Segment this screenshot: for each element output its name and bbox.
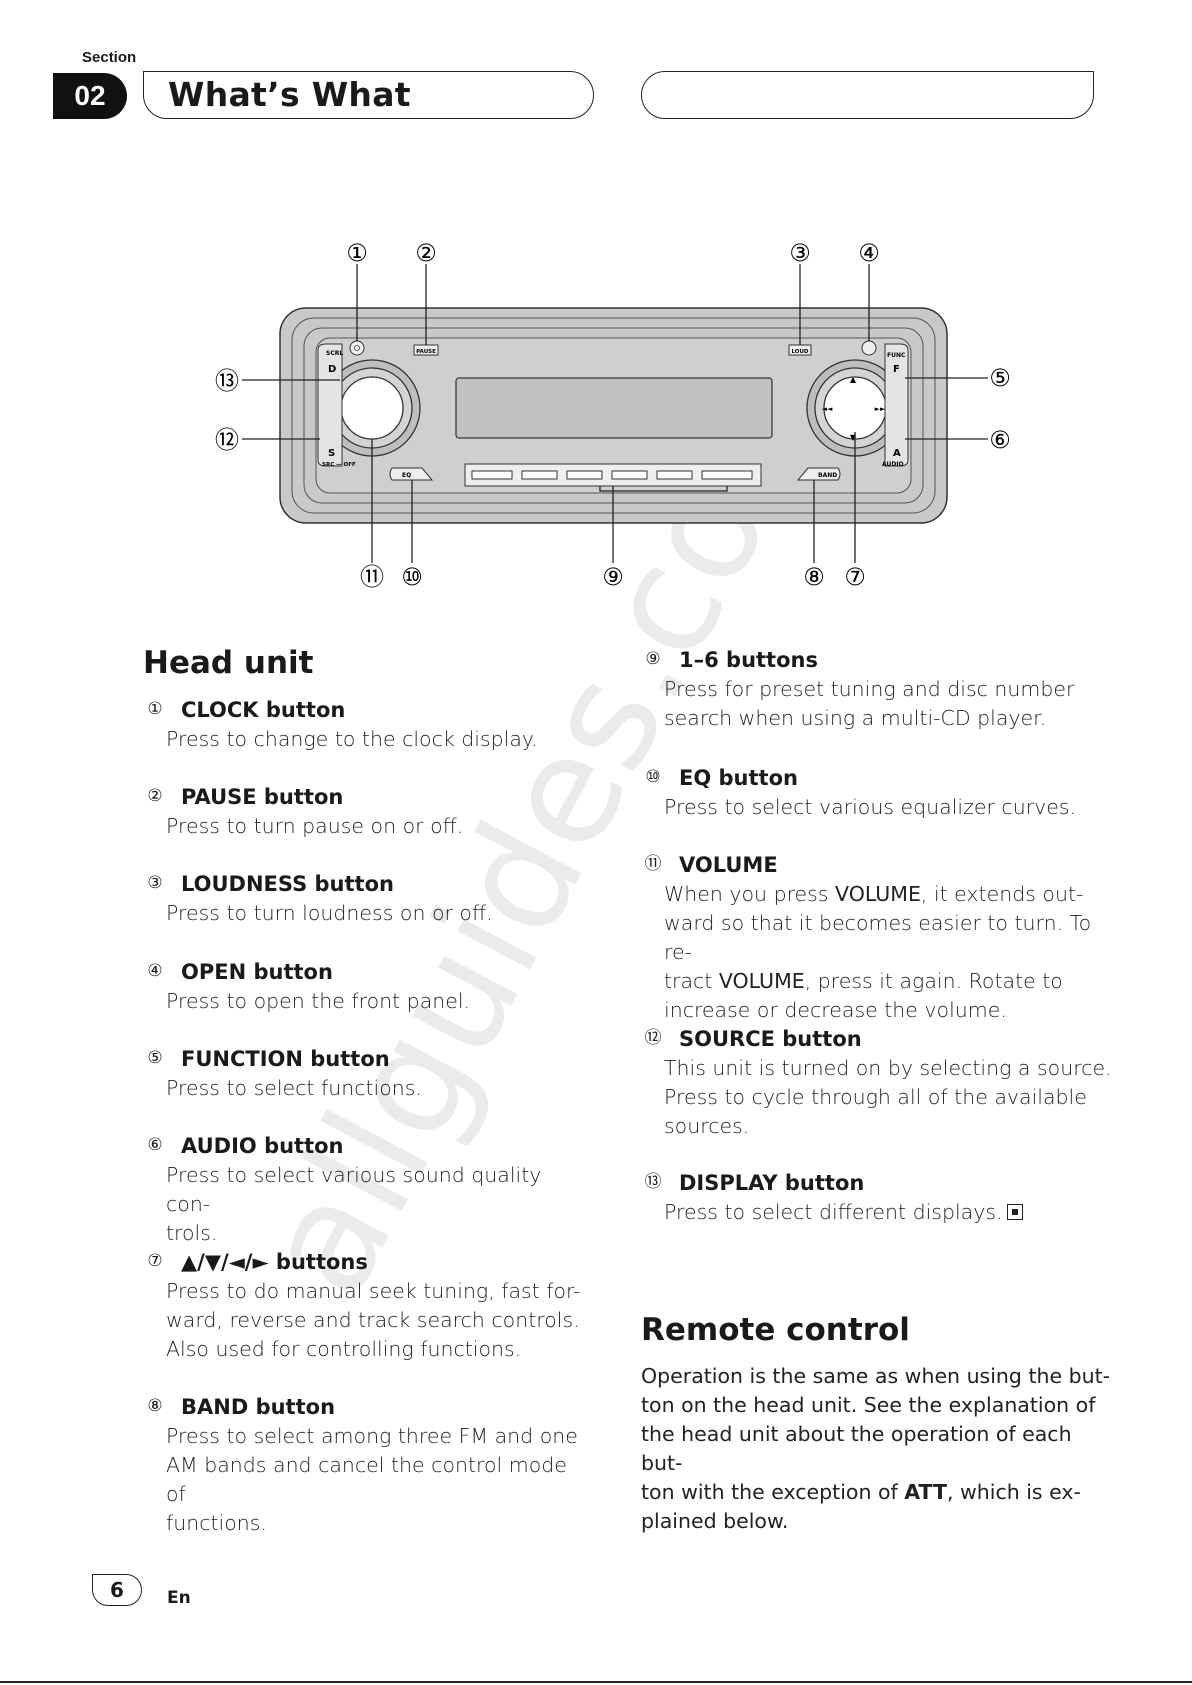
list-item: ⑪ VOLUME When you press VOLUME, it exten…	[644, 853, 1092, 1022]
diagram-label-7: ⑦	[844, 563, 866, 591]
svg-text:SRC — OFF: SRC — OFF	[322, 462, 356, 468]
head-unit-diagram: ▲ ▼ ◄◄ ►► SCRL D S SRC — OFF FUNC F A AU…	[215, 239, 1011, 591]
diagram-label-13: ⑬	[215, 367, 239, 395]
clock-button-shape	[349, 340, 365, 356]
svg-text:SCRL: SCRL	[326, 350, 343, 357]
title-frame	[143, 71, 594, 119]
svg-text:S: S	[328, 448, 335, 459]
list-item: ⑨ 1–6 buttons Press for preset tuning an…	[645, 648, 1075, 730]
diagram-label-11: ⑪	[360, 563, 384, 591]
display-window	[455, 377, 773, 439]
end-mark-icon	[1006, 1204, 1023, 1220]
language-label: En	[167, 1588, 191, 1608]
svg-text:F: F	[893, 364, 900, 375]
list-item: ⑬ DISPLAY button Press to select differe…	[641, 1169, 1101, 1227]
page-title: What’s What	[168, 75, 411, 114]
svg-text:A: A	[893, 448, 901, 459]
svg-text:►►: ►►	[875, 405, 886, 413]
svg-text:EQ: EQ	[402, 472, 411, 479]
svg-text:▼: ▼	[850, 433, 857, 442]
diagram-label-6: ⑥	[989, 426, 1011, 454]
remote-control-heading: Remote control	[641, 1312, 910, 1348]
diagram-label-2: ②	[415, 239, 437, 267]
svg-text:PAUSE: PAUSE	[416, 349, 436, 355]
list-item: ④ OPEN button Press to open the front pa…	[147, 960, 471, 1013]
bottom-rule	[0, 1681, 1192, 1683]
list-item: ⑫ SOURCE button This unit is turned on b…	[644, 1027, 1112, 1138]
svg-text:▲: ▲	[850, 375, 857, 384]
blank-header-frame	[641, 71, 1094, 119]
list-item: ② PAUSE button Press to turn pause on or…	[147, 785, 464, 838]
list-item: ① CLOCK button Press to change to the cl…	[147, 698, 538, 751]
svg-text:LOUD: LOUD	[791, 349, 808, 355]
svg-text:FUNC: FUNC	[887, 352, 906, 359]
diagram-label-3: ③	[789, 239, 811, 267]
band-button-shape	[796, 467, 841, 481]
diagram-label-12: ⑫	[215, 426, 239, 454]
list-item: ⑧ BAND button Press to select among thre…	[147, 1395, 578, 1535]
list-item: ⑤ FUNCTION button Press to select functi…	[147, 1047, 422, 1100]
diagram-label-1: ①	[346, 239, 368, 267]
svg-text:◄◄: ◄◄	[822, 405, 833, 413]
diagram-label-10: ⑩	[401, 563, 423, 591]
head-unit-heading: Head unit	[143, 645, 314, 681]
list-item: ⑩ EQ button Press to select various equa…	[645, 766, 1077, 819]
section-number: 02	[53, 73, 127, 119]
diagram-label-9: ⑨	[602, 563, 624, 591]
eq-button-shape	[389, 467, 434, 481]
open-button-shape	[861, 340, 877, 356]
list-item: ③ LOUDNESS button Press to turn loudness…	[147, 872, 493, 925]
section-label: Section	[82, 49, 137, 66]
diagram-label-5: ⑤	[989, 364, 1011, 392]
diagram-label-8: ⑧	[803, 563, 825, 591]
list-item: ⑦ ▲/▼/◄/► buttons Press to do manual see…	[147, 1250, 581, 1361]
svg-text:AUDIO: AUDIO	[882, 461, 904, 468]
svg-text:BAND: BAND	[818, 472, 837, 479]
diagram-label-4: ④	[858, 239, 880, 267]
list-item: ⑥ AUDIO button Press to select various s…	[147, 1134, 542, 1245]
page-number: 6	[92, 1574, 142, 1606]
svg-text:D: D	[328, 364, 336, 375]
remote-control-text: Operation is the same as when using the …	[641, 1364, 1111, 1533]
